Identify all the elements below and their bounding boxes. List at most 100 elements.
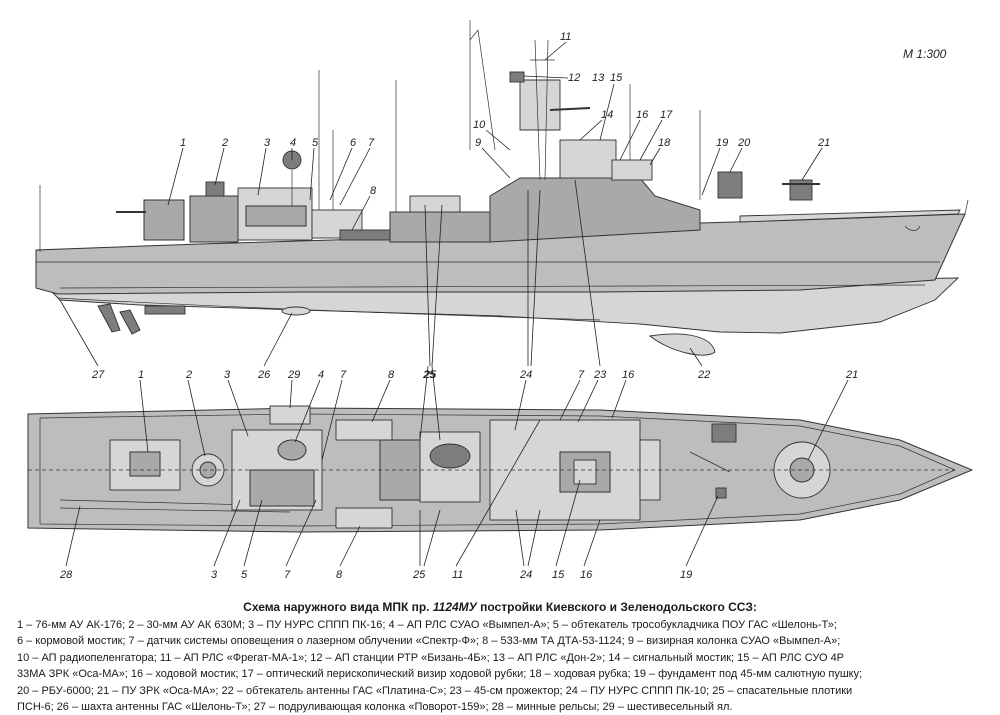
- plan-callout: 7: [578, 369, 585, 381]
- side-callout: 15: [610, 72, 623, 84]
- radar-12: [509, 71, 525, 83]
- gun-ak176: [143, 199, 185, 241]
- plan-callout: 7: [284, 569, 291, 581]
- plan-callout: 19: [680, 569, 692, 581]
- caption-title-prefix: Схема наружного вида МПК пр.: [243, 600, 430, 614]
- foredeck-line: [689, 451, 731, 473]
- plan-callout: 4: [318, 369, 324, 381]
- legend-line: 1 – 76-мм АУ АК-176; 2 – 30-мм АУ АК 630…: [17, 619, 837, 631]
- side-callout: 5: [312, 137, 319, 149]
- ak176-turret: [129, 451, 161, 477]
- side-callout: 12: [568, 72, 580, 84]
- ak630-mount: [205, 181, 225, 197]
- trawl-fairing-5: [249, 469, 315, 507]
- side-callout: 9: [475, 137, 481, 149]
- side-callout: 6: [350, 137, 357, 149]
- rbu-6000: [717, 171, 743, 199]
- plan-callout: 24: [519, 369, 532, 381]
- side-callout: 2: [221, 137, 228, 149]
- deck-edge: [39, 413, 956, 527]
- plan-callout: 11: [452, 569, 463, 581]
- ship-scheme-drawing: М 1:300: [27, 20, 974, 581]
- ak630-mount-plan: [199, 461, 217, 479]
- legend-line: 20 – РБУ-6000; 21 – ПУ ЗРК «Оса-МА»; 22 …: [17, 684, 853, 697]
- side-callout: 26: [257, 369, 271, 381]
- side-view: [35, 20, 969, 356]
- plan-callout: 25: [423, 369, 437, 381]
- jackstaff: [964, 199, 969, 215]
- side-callout: 16: [636, 109, 649, 121]
- plan-callout: 23: [593, 369, 607, 381]
- plan-callout: 16: [580, 569, 593, 581]
- propeller: [119, 309, 141, 335]
- torpedo-plan-top: [335, 419, 393, 441]
- lattice-mast-aft: [469, 20, 496, 151]
- plan-callout: 29: [287, 369, 300, 381]
- caption-block: Схема наружного вида МПК пр. 1124МУ пост…: [0, 600, 1000, 714]
- plan-callouts: 1 2 3 29 4 7 8 24 7 23 16 21 28 3 5 7 8 …: [59, 365, 858, 581]
- forecastle-rail: [739, 209, 961, 223]
- liferafts-25: [409, 195, 461, 213]
- side-callout: 1: [180, 137, 186, 149]
- side-callout: 19: [716, 137, 728, 149]
- legend-line: ПСН-6; 26 – шахта антенны ГАС «Шелонь-Т»…: [17, 701, 733, 714]
- side-callout: 11: [560, 31, 571, 43]
- legend-line: 33МА ЗРК «Оса-МА»; 16 – ходовой мостик; …: [17, 668, 863, 681]
- side-callout: 18: [658, 137, 671, 149]
- side-callout: 14: [601, 109, 613, 121]
- funnel: [429, 443, 471, 469]
- gun-ak630: [189, 195, 239, 243]
- caption-title-suffix: постройки Киевского и Зеленодольского СС…: [480, 600, 757, 614]
- plan-callout: 8: [336, 569, 343, 581]
- torpedo-plan-bottom: [335, 507, 393, 529]
- forward-bulkhead: [639, 439, 661, 501]
- rbu-plan: [711, 423, 737, 443]
- legend-line: 10 – АП радиопеленгатора; 11 – АП РЛС «Ф…: [17, 651, 845, 664]
- plan-callout: 3: [211, 569, 218, 581]
- plan-callout: 21: [845, 369, 858, 381]
- sonar-fairing-22: [648, 333, 716, 356]
- wheelhouse-18: [611, 159, 653, 181]
- anchor: [904, 225, 921, 231]
- rudder: [97, 303, 121, 333]
- main-hull: [35, 213, 966, 295]
- scale-label: М 1:300: [903, 47, 947, 61]
- boot-topping: [59, 284, 926, 289]
- plan-callout: 1: [138, 369, 144, 381]
- plan-callout: 24: [519, 569, 532, 581]
- plan-callout: 16: [622, 369, 635, 381]
- vympel-plan: [277, 439, 307, 461]
- plan-callout: 8: [388, 369, 395, 381]
- sonar-shaft-26: [281, 306, 311, 316]
- legend-text: 1 – 76-мм АУ АК-176; 2 – 30-мм АУ АК 630…: [17, 617, 995, 715]
- yal-29: [269, 405, 311, 425]
- side-callout: 13: [592, 72, 605, 84]
- bridge-16: [559, 139, 617, 179]
- salute-gun-19: [715, 487, 727, 499]
- side-callout: 17: [660, 109, 673, 121]
- side-callout: 10: [473, 119, 486, 131]
- caption-title: Схема наружного вида МПК пр. 1124МУ пост…: [0, 600, 1000, 614]
- shaft-line: [144, 305, 186, 315]
- plan-callout: 25: [412, 569, 426, 581]
- main-mast: [530, 39, 555, 181]
- plan-callout: 15: [552, 569, 565, 581]
- plan-view: [27, 405, 974, 533]
- side-callout: 21: [817, 137, 830, 149]
- mast-platform: [519, 79, 561, 131]
- plan-callout: 28: [59, 569, 73, 581]
- side-callout: 20: [737, 137, 751, 149]
- side-callouts: 1 2 3 4 5 6 7 8 9 10 11 12 13 15 14 16 1…: [59, 31, 830, 381]
- side-callout: 22: [697, 369, 710, 381]
- forward-superstructure: [489, 177, 701, 243]
- side-callout: 3: [264, 137, 271, 149]
- caption-title-project: 1124МУ: [432, 600, 477, 614]
- radar-13: [549, 107, 591, 111]
- side-callout: 4: [290, 137, 296, 149]
- plan-callout: 3: [224, 369, 231, 381]
- side-callout: 7: [368, 137, 375, 149]
- plan-callout: 2: [185, 369, 192, 381]
- plan-callout: 7: [340, 369, 347, 381]
- legend-line: 6 – кормовой мостик; 7 – датчик системы …: [17, 635, 841, 648]
- aft-bridge: [245, 205, 307, 227]
